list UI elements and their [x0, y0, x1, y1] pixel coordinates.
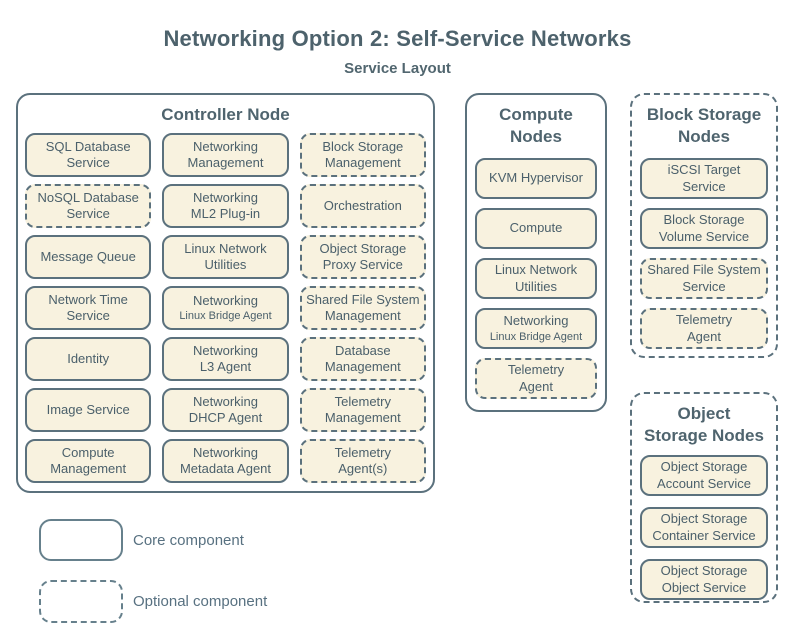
service-telemetry-agents: Telemetry Agent(s) [299, 439, 426, 483]
service-networking-l3-agent: Networking L3 Agent [162, 337, 289, 381]
service-orchestration: Orchestration [299, 184, 426, 228]
service-label: Block Storage Management [322, 138, 404, 170]
service-label: Image Service [46, 401, 130, 417]
service-label: Networking Management [187, 138, 264, 170]
compute-services-stack: KVM Hypervisor Compute Linux Network Uti… [475, 158, 597, 399]
controller-node-group: Controller Node SQL Database Service Net… [16, 93, 435, 493]
service-linux-network-utilities: Linux Network Utilities [475, 258, 597, 299]
service-compute-management: Compute Management [25, 439, 152, 483]
service-networking-management: Networking Management [162, 133, 289, 177]
service-label: SQL Database Service [45, 138, 131, 170]
service-label: Networking ML2 Plug-in [190, 189, 261, 221]
service-network-time: Network Time Service [25, 286, 152, 330]
service-label: Object Storage Container Service [652, 511, 756, 543]
object-storage-services-stack: Object Storage Account Service Object St… [640, 455, 768, 600]
service-object-storage-proxy: Object Storage Proxy Service [299, 235, 426, 279]
service-label: Object Storage Object Service [660, 563, 748, 595]
service-label: Networking [503, 313, 569, 329]
service-label: Orchestration [323, 197, 402, 213]
service-label: Object Storage Proxy Service [319, 240, 407, 272]
object-storage-nodes-group: Object Storage Nodes Object Storage Acco… [630, 392, 778, 603]
service-block-storage-management: Block Storage Management [299, 133, 426, 177]
service-label: Identity [67, 350, 110, 366]
legend-core-row: Core component [39, 519, 244, 561]
service-label: Networking DHCP Agent [188, 393, 263, 425]
service-compute: Compute [475, 208, 597, 249]
controller-services-grid: SQL Database Service Networking Manageme… [25, 133, 426, 483]
service-label: Block Storage Volume Service [658, 212, 750, 244]
block-storage-services-stack: iSCSI Target Service Block Storage Volum… [640, 158, 768, 349]
service-telemetry-management: Telemetry Management [299, 388, 426, 432]
service-sql-database: SQL Database Service [25, 133, 152, 177]
service-nosql-database: NoSQL Database Service [25, 184, 152, 228]
service-label: Compute [509, 220, 563, 236]
service-label: NoSQL Database Service [37, 189, 139, 221]
service-block-storage-volume: Block Storage Volume Service [640, 208, 768, 249]
service-label: Database Management [324, 342, 401, 374]
service-object-storage-object: Object Storage Object Service [640, 559, 768, 600]
service-telemetry-agent: Telemetry Agent [475, 358, 597, 399]
legend-optional-row: Optional component [39, 580, 267, 623]
service-label: iSCSI Target Service [667, 162, 741, 194]
service-label: Linux Network Utilities [494, 262, 578, 294]
service-shared-file-system: Shared File System Service [640, 258, 768, 299]
service-label: Telemetry Agent [675, 312, 733, 344]
service-message-queue: Message Queue [25, 235, 152, 279]
optional-component-swatch [39, 580, 123, 623]
service-label: Telemetry Agent(s) [334, 444, 391, 476]
service-telemetry-agent: Telemetry Agent [640, 308, 768, 349]
service-kvm-hypervisor: KVM Hypervisor [475, 158, 597, 199]
controller-node-title: Controller Node [161, 105, 290, 124]
compute-nodes-group: Compute Nodes KVM Hypervisor Compute Lin… [465, 93, 607, 412]
service-networking-metadata-agent: Networking Metadata Agent [162, 439, 289, 483]
block-storage-nodes-group: Block Storage Nodes iSCSI Target Service… [630, 93, 778, 358]
core-component-swatch [39, 519, 123, 561]
page-title: Networking Option 2: Self-Service Networ… [163, 26, 632, 51]
page-subtitle: Service Layout [344, 60, 451, 77]
service-label: Object Storage Account Service [657, 459, 751, 491]
service-label: Telemetry Agent [507, 362, 565, 394]
service-linux-network-utilities: Linux Network Utilities [162, 235, 289, 279]
service-sublabel: Linux Bridge Agent [489, 330, 583, 343]
service-label: Networking L3 Agent [192, 342, 258, 374]
service-object-storage-account: Object Storage Account Service [640, 455, 768, 496]
service-label: Message Queue [40, 248, 136, 264]
service-label: Shared File System Service [647, 262, 761, 294]
compute-nodes-title: Compute Nodes [499, 105, 573, 147]
service-shared-file-system-management: Shared File System Management [299, 286, 426, 330]
service-networking-ml2-plugin: Networking ML2 Plug-in [162, 184, 289, 228]
service-database-management: Database Management [299, 337, 426, 381]
service-label: Compute Management [50, 444, 127, 476]
service-sublabel: Linux Bridge Agent [179, 310, 272, 323]
service-label: Shared File System Management [306, 291, 420, 323]
legend-optional-label: Optional component [133, 593, 268, 610]
service-networking-dhcp-agent: Networking DHCP Agent [162, 388, 289, 432]
legend-core-label: Core component [133, 531, 244, 549]
service-identity: Identity [25, 337, 152, 381]
service-label: Network Time Service [48, 291, 128, 323]
service-label: Telemetry Management [324, 393, 401, 425]
object-storage-nodes-title: Object Storage Nodes [644, 404, 764, 446]
service-label: Networking Metadata Agent [179, 444, 272, 476]
service-object-storage-container: Object Storage Container Service [640, 507, 768, 548]
service-label: KVM Hypervisor [489, 170, 583, 186]
service-label: Networking [192, 292, 258, 308]
service-image-service: Image Service [25, 388, 152, 432]
service-label: Linux Network Utilities [184, 240, 267, 272]
service-iscsi-target: iSCSI Target Service [640, 158, 768, 199]
block-storage-nodes-title: Block Storage Nodes [646, 105, 762, 147]
